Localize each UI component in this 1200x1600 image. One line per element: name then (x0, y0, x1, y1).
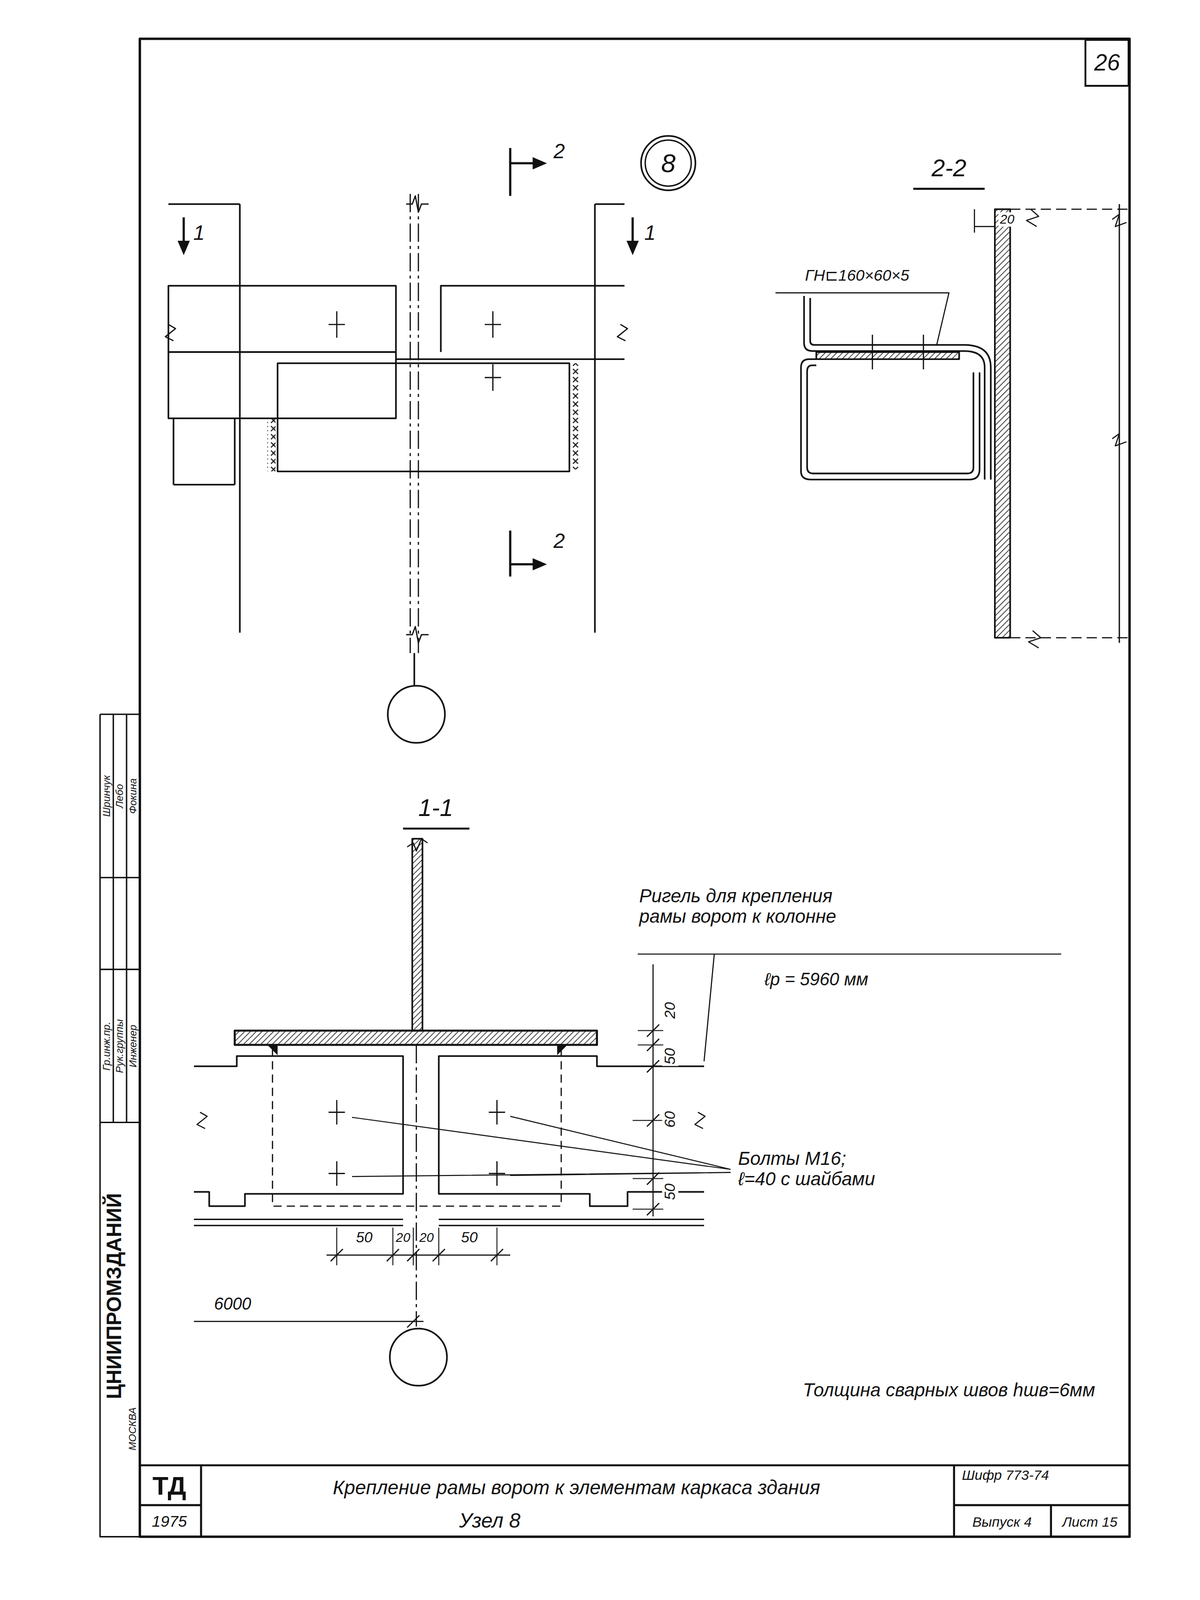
node-text: 8 (660, 150, 676, 177)
dimension: 20 (998, 212, 1016, 227)
callout-circle: 8 (639, 134, 697, 192)
section-title: 2-2 (930, 154, 968, 182)
node-plan-view (165, 147, 639, 743)
stamp-role: Рук.группы (114, 1017, 126, 1075)
sheet-cell: Лист 15 (1060, 1513, 1119, 1529)
dimension: 50 (662, 1046, 679, 1066)
dimension: 6000 (212, 1295, 253, 1314)
stamp-mark: ТД (151, 1471, 188, 1501)
section-mark: 1 (642, 221, 657, 244)
sheet-title: Крепление рамы ворот к элементам каркаса… (331, 1476, 822, 1499)
dimension: 50 (354, 1229, 375, 1246)
dimension: 50 (459, 1229, 480, 1246)
section-title: 1-1 (417, 795, 455, 822)
organization: ЦНИИПРОМЗДАНИЙ (102, 1191, 126, 1401)
section-mark: 1 (192, 221, 206, 244)
dimension: 60 (662, 1109, 679, 1130)
dimension: 20 (417, 1230, 436, 1245)
bolt-note: Болты М16; ℓ=40 с шайбами (736, 1148, 888, 1189)
stamp-name: Лебо (114, 782, 126, 810)
drawing-lines (100, 38, 1130, 1537)
dimension: 50 (662, 1182, 679, 1202)
part-note: Ригель для крепления рамы ворот к колонн… (637, 885, 850, 927)
sheet-number-box: 26 (1084, 38, 1130, 87)
code-cell: Шифр 773-74 (959, 1467, 1053, 1483)
length-note: ℓр = 5960 мм (763, 969, 870, 990)
stamp-role: Гр.инж.пр. (101, 1020, 113, 1072)
issue-cell: Выпуск 4 (970, 1513, 1034, 1529)
dimension: 20 (662, 1000, 679, 1021)
profile-label: ГН⊏160×60×5 (803, 266, 911, 284)
section-mark: 2 (551, 139, 566, 162)
dimension: 20 (394, 1230, 412, 1245)
section-2-2 (775, 188, 1130, 649)
weld-note: Толщина сварных швов hшв=6мм (801, 1379, 1097, 1400)
stamp-name: Шринчук (101, 773, 113, 819)
node-text: 26 (1094, 51, 1121, 75)
stamp-role: Инженер (127, 1023, 139, 1069)
city: МОСКВА (127, 1405, 139, 1452)
stamp-name: Фокина (127, 776, 139, 816)
sheet-subtitle: Узел 8 (457, 1509, 522, 1532)
sheet-frame (100, 38, 1130, 1537)
section-mark: 2 (551, 529, 566, 552)
section-1-1 (193, 828, 1062, 1386)
year: 1975 (150, 1512, 189, 1530)
